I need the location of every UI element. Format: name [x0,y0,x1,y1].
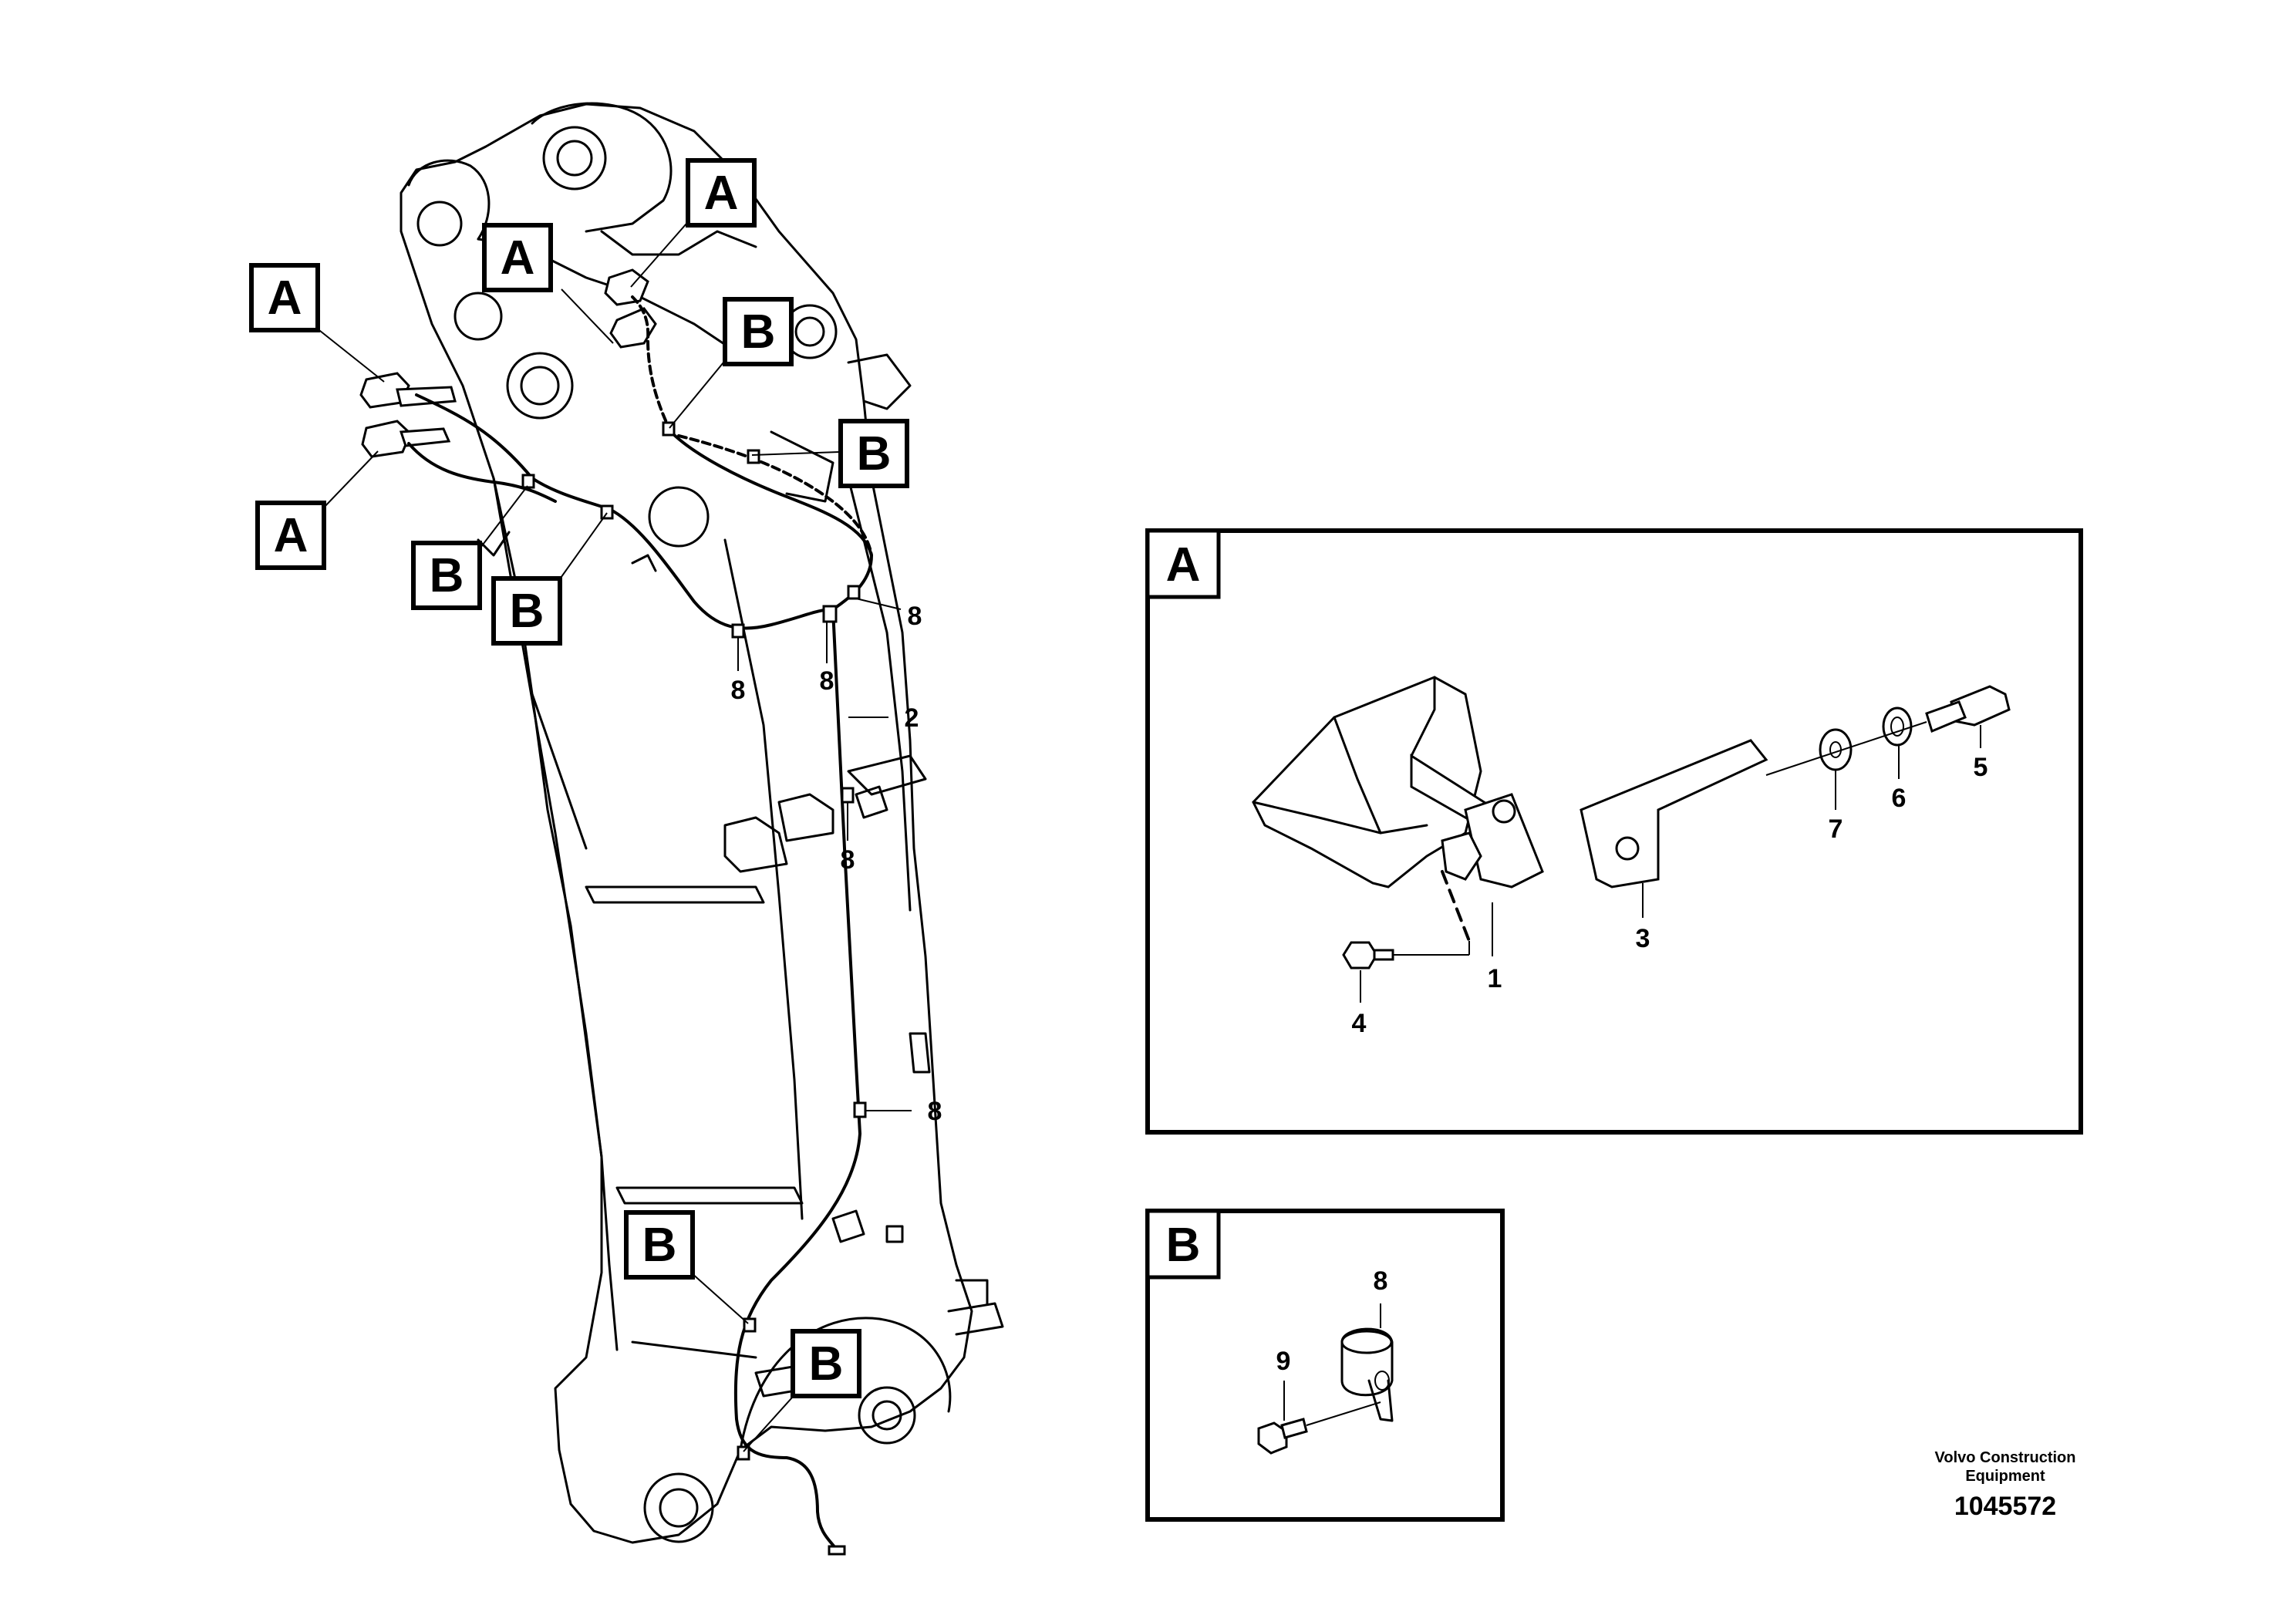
bolt-4 [1342,941,1394,969]
work-light-left-lower [361,420,451,458]
lamp-housing [1252,676,1544,889]
wire-harness [407,295,874,1552]
lock-washer-6 [1882,706,1913,747]
label-1: 1 [1488,964,1502,993]
footer: Volvo Construction Equipment 1045572 [1935,1449,2076,1521]
callout-b-3 [411,541,482,610]
detail-view-a: A [1145,528,2083,1135]
bolt-9 [1257,1418,1308,1455]
callout-a-2 [255,501,326,570]
callout-a-4 [686,158,757,228]
label-8-a: 8 [731,676,746,705]
clamp-8 [1340,1327,1394,1422]
brand-line-2: Equipment [1965,1468,2045,1485]
callout-a-2-label: A [274,509,308,562]
detail-a-label: A [1166,538,1201,592]
callout-b-6 [791,1329,861,1398]
brand-line-1: Volvo Construction [1935,1449,2076,1466]
label-3: 3 [1636,924,1650,953]
washer-7 [1819,728,1853,771]
label-8-c: 8 [908,602,922,631]
drawing-number: 1045572 [1954,1492,2056,1521]
callout-b-6-label: B [809,1337,844,1391]
callout-b-1 [723,297,794,366]
callout-b-4 [491,576,562,646]
work-light-left-upper [359,372,457,409]
label-8-d: 8 [841,845,855,875]
callout-b-1-label: B [741,305,776,359]
label-8-e: 8 [928,1097,942,1126]
callout-b-2 [838,419,909,488]
label-6: 6 [1892,784,1907,813]
callout-b-5-label: B [642,1219,677,1272]
detail-b-label: B [1166,1219,1201,1272]
bolt-5 [1925,685,2011,733]
callout-a-1-label: A [268,271,302,325]
callout-b-3-label: B [430,549,464,602]
label-4: 4 [1352,1009,1367,1038]
boom-arm [400,102,1004,1544]
label-2: 2 [905,703,919,733]
boom-part-numbers: 8 8 8 2 8 8 [731,598,942,1126]
callout-a-4-label: A [704,167,739,220]
bracket-3 [1580,739,1768,889]
label-7: 7 [1829,814,1843,844]
label-9: 9 [1276,1347,1291,1376]
callout-a-1 [249,263,320,332]
label-8-f: 8 [1374,1266,1388,1296]
label-8-b: 8 [820,666,834,696]
callouts-on-boom: A A A A B B B B B B [249,158,909,1452]
callout-b-2-label: B [857,427,892,481]
callout-b-5 [624,1210,695,1280]
callout-a-3-label: A [501,231,535,285]
label-5: 5 [1974,753,1988,782]
detail-view-b: B 9 8 [1145,1209,1505,1522]
callout-b-4-label: B [510,585,544,638]
callout-a-3 [482,223,553,292]
